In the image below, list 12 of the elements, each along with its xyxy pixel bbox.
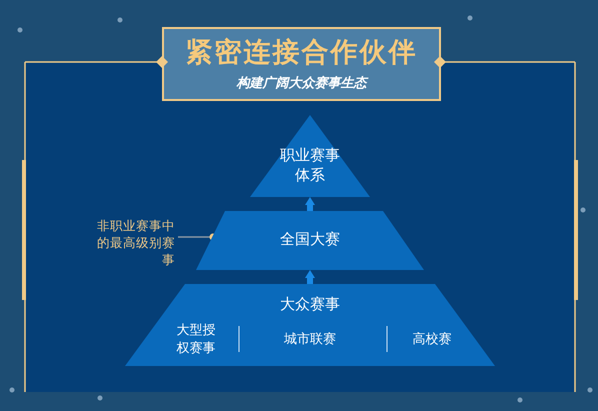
subtitle: 构建广阔大众赛事生态 [235, 74, 370, 92]
tier-label: 全国大赛 [279, 229, 341, 250]
sub-tier-label: 高校赛 [412, 331, 452, 349]
title: 紧密连接合作伙伴 [184, 36, 418, 70]
tier-label: 职业赛事体系 [279, 145, 341, 186]
sub-tier-label: 大型授权赛事 [176, 322, 216, 358]
leader-line [178, 234, 216, 240]
arrow [305, 197, 315, 211]
arrow [305, 270, 315, 284]
tier-label: 大众赛事 [279, 294, 341, 314]
annotation-text: 非职业赛事中的最高级别赛事 [96, 218, 175, 269]
sub-tier-label: 城市联赛 [283, 331, 337, 349]
